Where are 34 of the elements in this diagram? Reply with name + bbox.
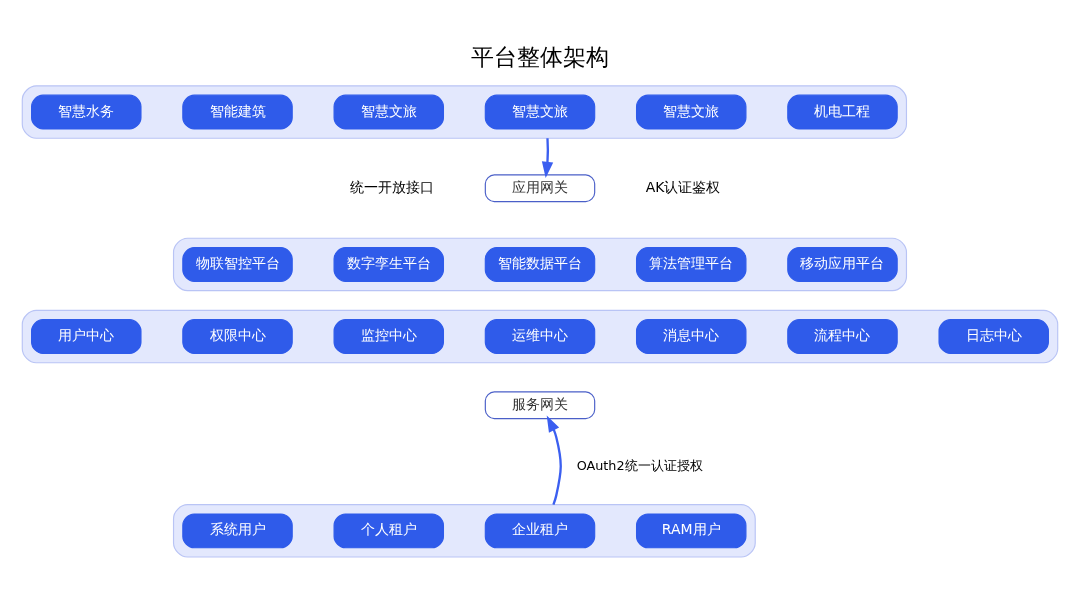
node-box: RAM用户 — [635, 513, 747, 549]
node-box: 智慧文旅 — [484, 94, 596, 130]
node-box: 运维中心 — [484, 319, 596, 354]
label: AK认证鉴权 — [645, 178, 721, 195]
node-box: 系统用户 — [182, 513, 293, 549]
arrow — [541, 138, 554, 178]
node-box: 服务网关 — [484, 391, 596, 420]
node-box: 流程中心 — [787, 319, 898, 354]
node-box: 算法管理平台 — [635, 247, 747, 282]
node-box: 权限中心 — [182, 319, 293, 354]
node-box: 用户中心 — [31, 319, 142, 354]
node-box: 移动应用平台 — [787, 247, 898, 282]
node-box: 机电工程 — [787, 94, 898, 130]
node-box: 智能建筑 — [182, 94, 293, 130]
cluster — [21, 309, 1059, 364]
node-box: 物联智控平台 — [182, 247, 293, 282]
node-box: 企业租户 — [484, 513, 596, 549]
node-box: 数字孪生平台 — [333, 247, 444, 282]
diagram-title: 平台整体架构 — [471, 42, 609, 70]
node-box: 智慧文旅 — [635, 94, 747, 130]
node-box: 监控中心 — [333, 319, 444, 354]
node-box: 应用网关 — [484, 174, 596, 203]
arrow — [546, 415, 562, 506]
edge-label: OAuth2统一认证授权 — [576, 457, 703, 473]
node-box: 消息中心 — [635, 319, 747, 354]
node-box: 智慧水务 — [31, 94, 142, 130]
cluster — [172, 504, 756, 558]
cluster — [172, 237, 908, 292]
node-box: 个人租户 — [333, 513, 444, 549]
node-box: 日志中心 — [938, 319, 1049, 354]
cluster — [21, 85, 908, 139]
node-box: 智能数据平台 — [484, 247, 596, 282]
label: 统一开放接口 — [350, 178, 435, 195]
node-box: 智慧文旅 — [333, 94, 444, 130]
